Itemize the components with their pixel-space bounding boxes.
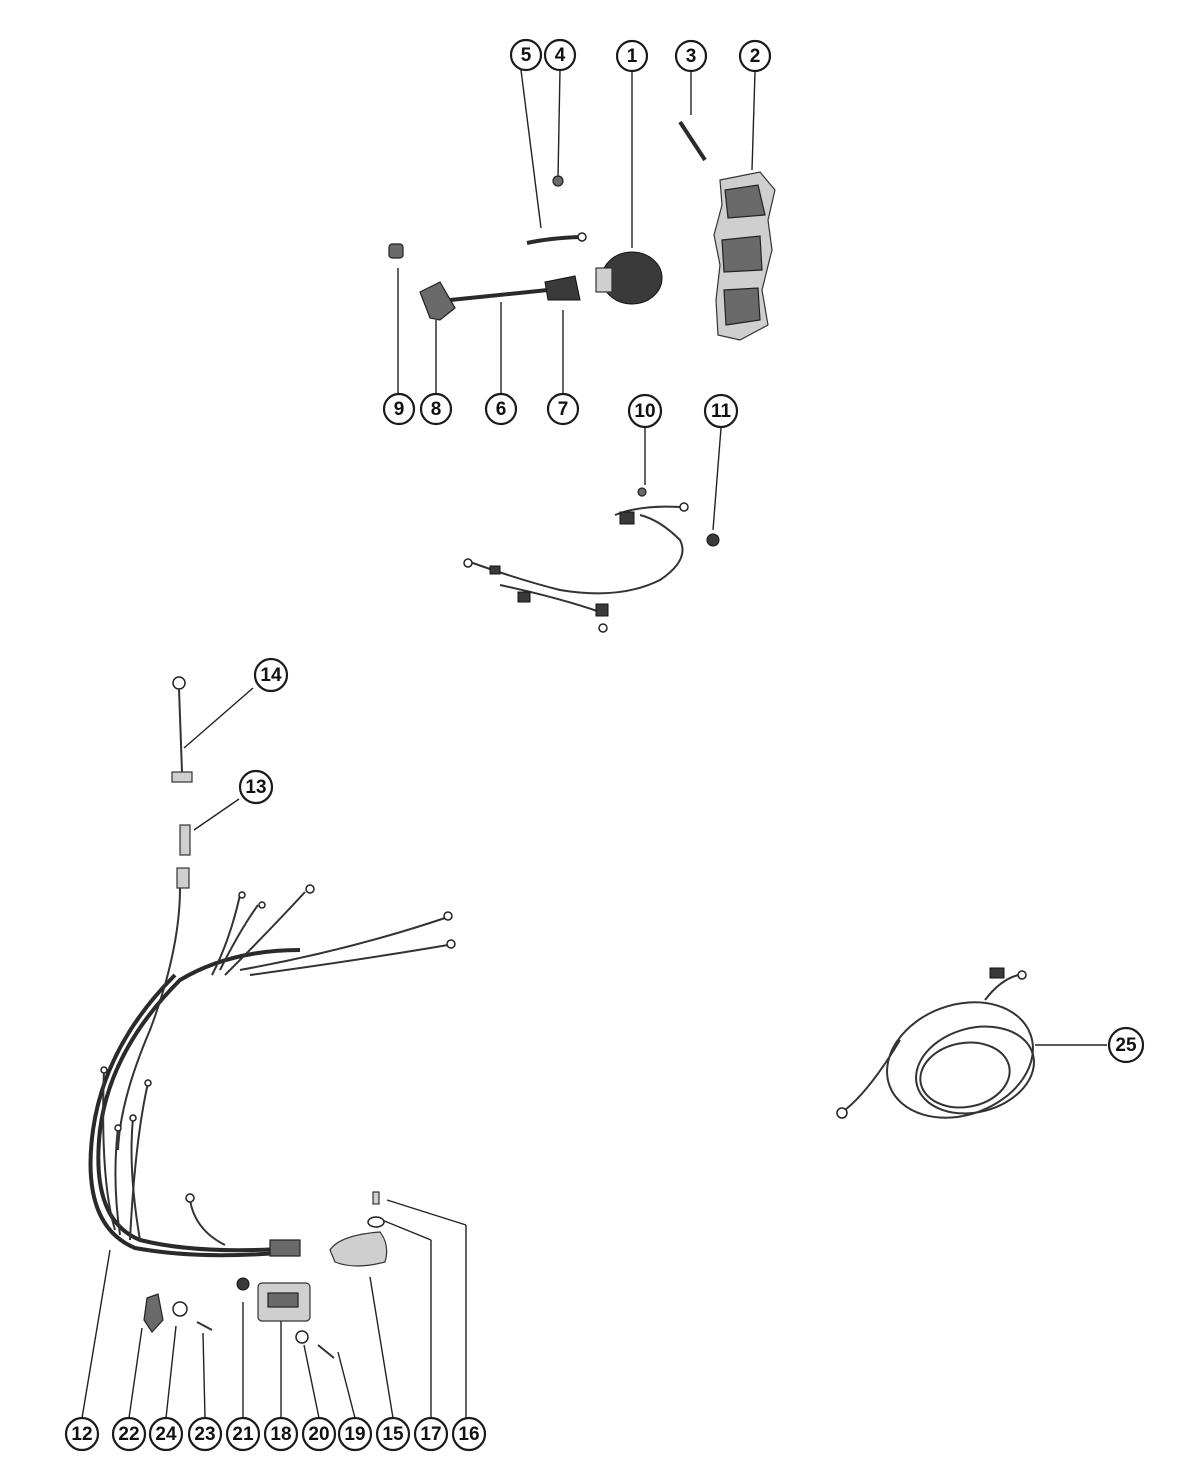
svg-text:10: 10 (634, 401, 655, 422)
nut-11-drawing (706, 533, 720, 547)
svg-text:17: 17 (420, 1424, 441, 1445)
extension-harness-drawing (836, 967, 1035, 1119)
svg-text:14: 14 (260, 665, 282, 686)
svg-text:6: 6 (496, 399, 507, 420)
svg-text:2: 2 (750, 46, 761, 67)
screw-drawing (678, 120, 707, 162)
callout-2: 2 (738, 39, 772, 73)
callout-8: 8 (419, 392, 453, 426)
high-tension-lead-drawing (449, 288, 549, 302)
svg-text:5: 5 (521, 45, 532, 66)
leader-lines (81, 69, 1107, 1419)
svg-text:22: 22 (118, 1424, 139, 1445)
callout-17: 17 (413, 1416, 449, 1452)
svg-text:11: 11 (711, 401, 732, 422)
ground-wire-drawing (526, 235, 581, 245)
callout-18: 18 (263, 1416, 299, 1452)
svg-text:24: 24 (155, 1424, 177, 1445)
callout-9: 9 (382, 392, 416, 426)
svg-text:25: 25 (1115, 1035, 1137, 1056)
callout-1: 1 (615, 39, 649, 73)
wiring-harness-10-drawing (463, 487, 720, 633)
svg-text:23: 23 (194, 1424, 215, 1445)
callout-6: 6 (484, 392, 518, 426)
svg-text:20: 20 (308, 1424, 329, 1445)
callout-4: 4 (543, 38, 577, 72)
callout-21: 21 (225, 1416, 261, 1452)
coil-assembly-group (388, 120, 776, 341)
fuse-group-drawing (171, 676, 193, 889)
svg-text:4: 4 (555, 45, 566, 66)
main-wiring-harness-drawing (88, 884, 456, 1258)
spark-plug-terminal-drawing (388, 243, 404, 259)
svg-text:1: 1 (627, 46, 638, 67)
callout-12: 12 (64, 1416, 100, 1452)
callout-10: 10 (627, 393, 663, 429)
callout-16: 16 (451, 1416, 487, 1452)
callout-22: 22 (111, 1416, 147, 1452)
svg-text:13: 13 (245, 777, 266, 798)
callout-15: 15 (375, 1416, 411, 1452)
callout-23: 23 (187, 1416, 223, 1452)
svg-text:21: 21 (232, 1424, 254, 1445)
svg-text:18: 18 (270, 1424, 291, 1445)
svg-text:16: 16 (458, 1424, 479, 1445)
callout-13: 13 (238, 769, 274, 805)
svg-text:8: 8 (431, 399, 442, 420)
nut-drawing (552, 175, 564, 187)
callout-11: 11 (703, 393, 739, 429)
callout-19: 19 (337, 1416, 373, 1452)
callout-3: 3 (674, 39, 708, 73)
svg-text:12: 12 (71, 1424, 92, 1445)
coil-boot-drawing (544, 275, 581, 301)
spark-plug-boot-drawing (419, 281, 456, 321)
callout-24: 24 (148, 1416, 184, 1452)
svg-text:9: 9 (394, 399, 405, 420)
svg-text:15: 15 (382, 1424, 404, 1445)
svg-text:19: 19 (344, 1424, 365, 1445)
callout-7: 7 (546, 392, 580, 426)
callout-25: 25 (1107, 1026, 1145, 1064)
callout-20: 20 (301, 1416, 337, 1452)
svg-text:3: 3 (686, 46, 697, 67)
callout-5: 5 (509, 38, 543, 72)
callout-14: 14 (253, 657, 289, 693)
svg-text:7: 7 (558, 399, 569, 420)
bottom-hardware-drawing (143, 1191, 388, 1359)
